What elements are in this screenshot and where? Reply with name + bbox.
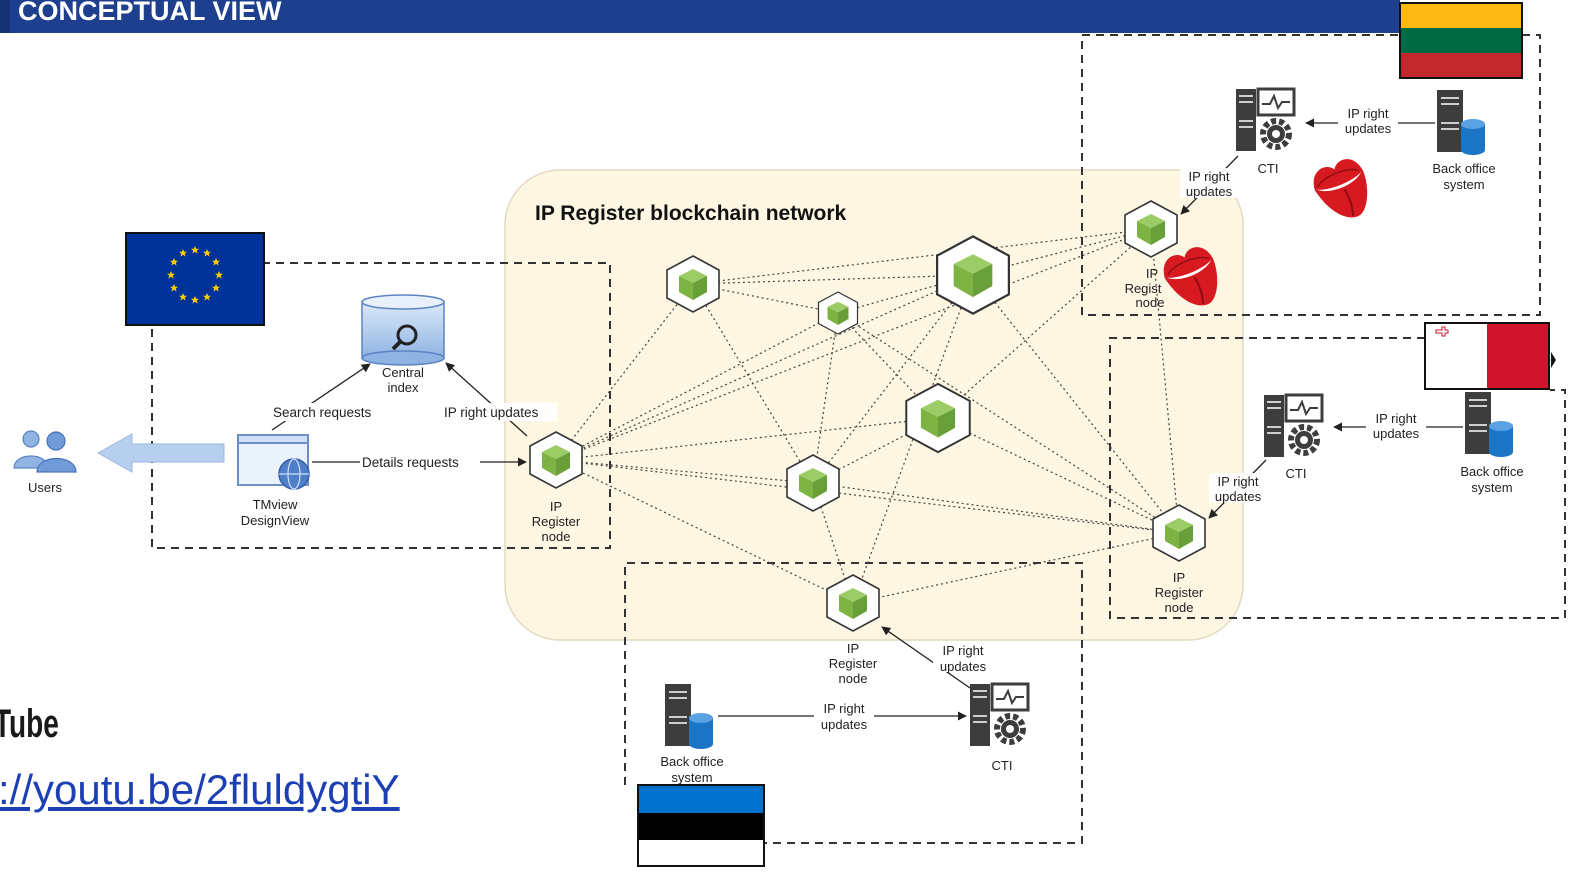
cti-server-icon	[1264, 395, 1322, 457]
youtube-wordmark: Tube	[0, 702, 59, 746]
svg-text:IP: IP	[847, 641, 859, 656]
svg-text:IP: IP	[1146, 266, 1158, 281]
svg-text:Regist: Regist	[1125, 281, 1162, 296]
tongue-logo-icon	[1307, 153, 1380, 229]
svg-text:node: node	[1136, 295, 1165, 310]
svg-text:node: node	[839, 671, 868, 686]
ip-right-updates-arrow	[881, 626, 971, 689]
ip-right-updates-label: updates	[1373, 426, 1420, 441]
svg-text:node: node	[542, 529, 571, 544]
svg-text:Register: Register	[532, 514, 581, 529]
back-office-label: system	[1443, 177, 1484, 192]
network-title: IP Register blockchain network	[535, 202, 847, 225]
node-label-eu: IP Register node	[532, 499, 581, 544]
svg-text:Register: Register	[829, 656, 878, 671]
lithuania-region	[1081, 34, 1541, 316]
svg-text:IP: IP	[550, 499, 562, 514]
malta-region	[1109, 337, 1566, 619]
back-office-server-icon	[665, 684, 713, 749]
back-office-label: Back office	[660, 754, 723, 769]
back-office-label: system	[671, 770, 712, 785]
slide-title: CONCEPTUAL VIEW	[18, 0, 282, 26]
node-label-estonia: IP Register node	[829, 641, 878, 686]
central-index-label: index	[387, 380, 419, 395]
cti-label: CTI	[1258, 161, 1279, 176]
ip-right-updates-label: updates	[1345, 121, 1392, 136]
details-requests-label: Details requests	[362, 455, 459, 470]
back-office-label: system	[1471, 480, 1512, 495]
ip-right-updates-label: updates	[940, 659, 987, 674]
ip-right-updates-label: IP right	[943, 643, 984, 658]
back-office-label: Back office	[1460, 464, 1523, 479]
ip-right-updates-label: updates	[1215, 489, 1262, 504]
central-index-label: Central	[382, 365, 424, 380]
ip-right-updates-label: IP right	[1189, 169, 1230, 184]
title-bar-accent	[0, 0, 10, 33]
youtube-link[interactable]: ://youtu.be/2fluldygtiY	[0, 766, 400, 813]
back-office-label: Back office	[1432, 161, 1495, 176]
ip-right-updates-label: IP right	[1348, 106, 1389, 121]
ip-right-updates-label: IP right updates	[444, 405, 539, 420]
ip-right-updates-label: updates	[821, 717, 868, 732]
eu-flag-icon	[125, 232, 265, 326]
ip-right-updates-arrow	[445, 362, 528, 437]
ip-right-updates-label: IP right	[1218, 474, 1259, 489]
estonia-flag-icon	[637, 784, 765, 867]
lithuania-flag-icon	[1399, 2, 1523, 79]
ip-right-updates-label: IP right	[824, 701, 865, 716]
node-label-lithuania: IP Regist node	[1125, 266, 1165, 310]
cti-label: CTI	[1286, 466, 1307, 481]
tmview-label: TMview	[253, 497, 298, 512]
search-requests-label: Search requests	[273, 405, 372, 420]
cti-label: CTI	[992, 758, 1013, 773]
browser-globe-icon	[237, 434, 310, 490]
malta-flag-icon	[1424, 322, 1556, 390]
mesh-links	[555, 228, 1180, 604]
central-index-icon	[361, 294, 445, 366]
eu-region	[151, 262, 611, 549]
cti-server-icon	[970, 684, 1028, 746]
estonia-region	[624, 562, 1083, 844]
title-bar: CONCEPTUAL VIEW	[0, 0, 1400, 33]
back-office-server-icon	[1437, 90, 1485, 155]
node-label-malta: IP Register node	[1155, 570, 1204, 615]
tmview-label: DesignView	[241, 513, 310, 528]
cti-server-icon	[1236, 89, 1294, 151]
svg-text:Register: Register	[1155, 585, 1204, 600]
svg-text:node: node	[1165, 600, 1194, 615]
back-office-server-icon	[1465, 392, 1513, 457]
users-label: Users	[28, 480, 62, 495]
users-icon	[13, 430, 77, 473]
svg-text:IP: IP	[1173, 570, 1185, 585]
arrow-left-icon	[96, 433, 225, 473]
ip-right-updates-label: updates	[1186, 184, 1233, 199]
ip-right-updates-label: IP right	[1376, 411, 1417, 426]
